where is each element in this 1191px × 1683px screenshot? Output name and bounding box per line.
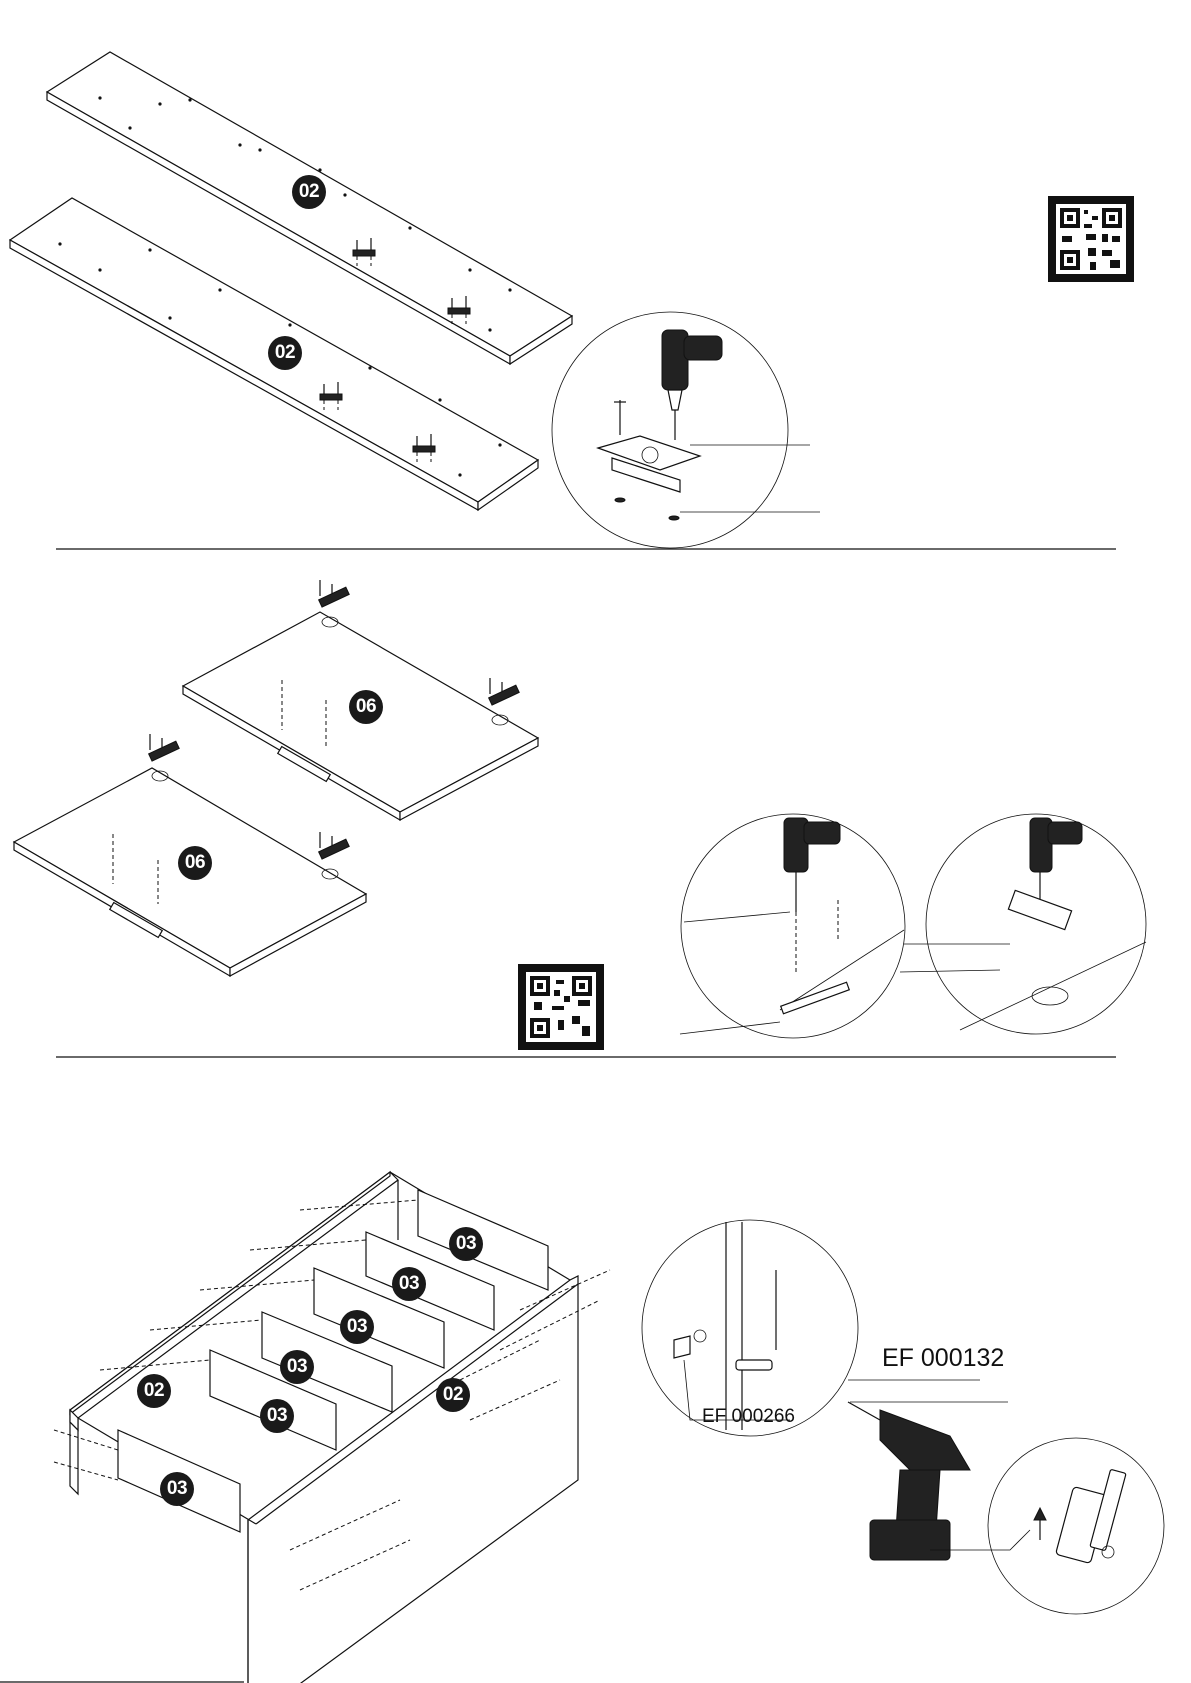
- power-drill-icon: [848, 1402, 970, 1560]
- part-badge-03: 03: [449, 1227, 483, 1261]
- part-badge-02: 02: [436, 1378, 470, 1412]
- detail-circle-handle: [680, 814, 905, 1038]
- part-badge-02: 02: [137, 1374, 171, 1408]
- part-badge-03: 03: [340, 1310, 374, 1344]
- part-badge-03: 03: [392, 1267, 426, 1301]
- qr-code-icon: [518, 964, 604, 1050]
- cam-part-code: EF 000266: [702, 1406, 795, 1428]
- qr-code-icon: [1048, 196, 1134, 282]
- detail-circle-mounting-plate: [552, 312, 820, 548]
- part-badge-03: 03: [260, 1399, 294, 1433]
- detail-circle-hinge: [900, 814, 1146, 1034]
- carcass-assembly: [54, 1172, 610, 1683]
- part-badge-03: 03: [280, 1350, 314, 1384]
- screw-part-code: EF 000132: [882, 1344, 1004, 1373]
- part-badge-02: 02: [292, 175, 326, 209]
- part-badge-06: 06: [178, 846, 212, 880]
- detail-circle-cam-fitting: [642, 1220, 1008, 1436]
- part-badge-06: 06: [349, 690, 383, 724]
- part-badge-03: 03: [160, 1472, 194, 1506]
- part-badge-02: 02: [268, 336, 302, 370]
- power-drill-icon: [662, 330, 722, 440]
